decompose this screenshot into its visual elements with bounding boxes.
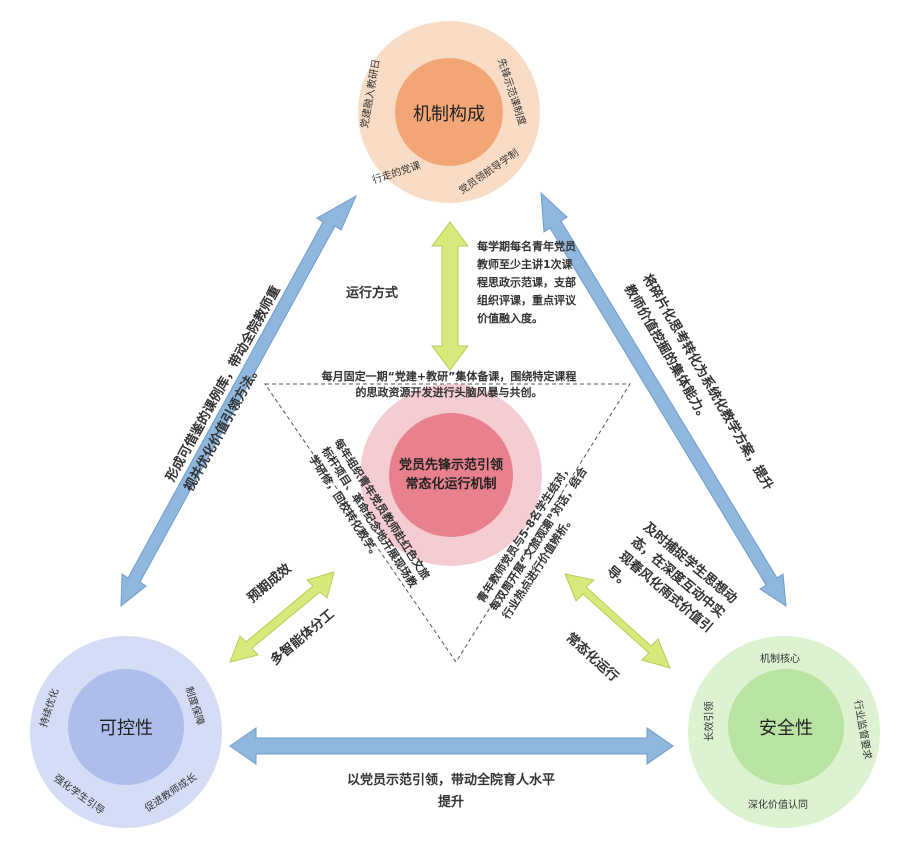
right-ring-item: 深化价值认同 xyxy=(748,800,808,811)
right-green-arrow xyxy=(564,573,671,669)
middle-node-inner xyxy=(389,413,513,537)
bottom-edge-arrow xyxy=(229,727,674,765)
right-node-title: 安全性 xyxy=(759,718,813,739)
monthly-practice-text: 每月固定一期“党建+教研”集体备课，围绕特定课程的思政资源开发进行头脑风暴与共创… xyxy=(321,370,577,399)
left-green-arrow xyxy=(229,571,335,663)
left-node-title: 可控性 xyxy=(99,718,153,739)
dashed-triangle xyxy=(264,383,631,663)
right-edge-arrow xyxy=(540,191,787,607)
top-node-inner xyxy=(395,58,503,166)
top-green-arrow xyxy=(431,221,469,371)
run-mode-label: 运行方式 xyxy=(346,286,399,301)
left-node-inner xyxy=(68,669,184,785)
right-ring-item: 长效引领 xyxy=(704,701,716,742)
left-edge-arrow xyxy=(120,194,358,608)
right-ring-item: 机制核心 xyxy=(760,654,800,665)
run-mode-description: 每学期每名青年党员教师至少主讲1次课程思政示范课，支部组织评课，重点评议价值融入… xyxy=(477,240,576,325)
bottom-edge-text: 以党员示范引领，带动全院育人水平提升 xyxy=(346,773,555,810)
top-node-title: 机制构成 xyxy=(413,104,485,125)
middle-node-title: 党员先锋示范引领常态化运行机制 xyxy=(398,458,503,492)
right-node-inner xyxy=(728,669,844,785)
